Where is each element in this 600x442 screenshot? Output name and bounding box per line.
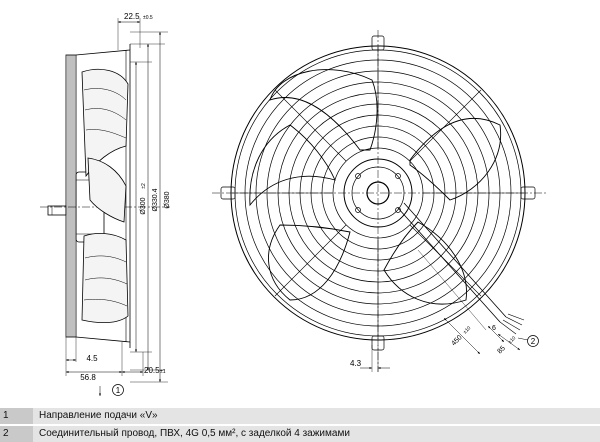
side-view: [40, 18, 170, 396]
dim-bottom-left-label: 56.8: [80, 373, 96, 382]
dim-bottom-inner-label: 4.5: [86, 354, 98, 363]
cable-length-label: 450: [450, 334, 463, 347]
side-view-labels: 22.5 ±0.5 Ø300 ±2 Ø330.4 Ø380 4.5 56.8 2…: [80, 12, 171, 395]
dim-bottom-right-tolerance: ±1: [160, 369, 166, 375]
front-hub-bolt-4: [395, 207, 401, 213]
side-cable-gland: [47, 205, 67, 216]
side-blade-middle: [87, 157, 127, 223]
side-guard-ribs: [67, 55, 75, 337]
legend-table: 1 Направление подачи «V» 2 Соединительны…: [0, 408, 600, 442]
front-hub-center: [366, 181, 390, 205]
dim-core-tolerance: ±10: [507, 335, 517, 345]
dim-bottom-right-label: 20.5: [144, 366, 160, 375]
callout-2-circle: [527, 335, 539, 347]
front-hub-outer: [343, 158, 413, 228]
front-hub-ring: [351, 166, 405, 220]
front-hub-bolt-3: [355, 207, 361, 213]
front-cable: [397, 202, 525, 335]
cable-length-tolerance: ±10: [462, 325, 472, 335]
callout-1-circle: [112, 384, 124, 396]
front-impeller-blades: [249, 69, 502, 305]
legend-row: 2 Соединительный провод, ПВХ, 4G 0,5 мм²…: [0, 426, 600, 442]
dim-core-label: 85: [496, 345, 507, 356]
dim-d1-tolerance: ±2: [141, 183, 147, 189]
legend-number: 2: [0, 426, 33, 442]
front-guard-spokes: [232, 47, 524, 339]
side-guard-body: [65, 54, 77, 338]
callout-2-label: 2: [531, 337, 536, 346]
front-hub-bolt-2: [395, 173, 401, 179]
legend-description: Соединительный провод, ПВХ, 4G 0,5 мм², …: [33, 426, 600, 442]
dim-d3-label: Ø380: [164, 191, 171, 208]
dim-d2-label: Ø330.4: [152, 188, 159, 211]
dim-front-bottom-label: 4.3: [350, 359, 362, 368]
dim-strip-label: 6: [492, 325, 496, 332]
dim-top-label: 22.5: [124, 12, 140, 21]
dim-d1-label: Ø300: [140, 197, 147, 214]
fan-technical-drawing: 22.5 ±0.5 Ø300 ±2 Ø330.4 Ø380 4.5 56.8 2…: [40, 12, 548, 396]
front-view: [212, 30, 548, 372]
dim-top-tolerance: ±0.5: [143, 15, 153, 21]
legend-number: 1: [0, 408, 33, 424]
front-hub-bolt-1: [355, 173, 361, 179]
callout-1-label: 1: [116, 386, 121, 395]
legend-row: 1 Направление подачи «V»: [0, 408, 600, 424]
legend-description: Направление подачи «V»: [33, 408, 600, 424]
